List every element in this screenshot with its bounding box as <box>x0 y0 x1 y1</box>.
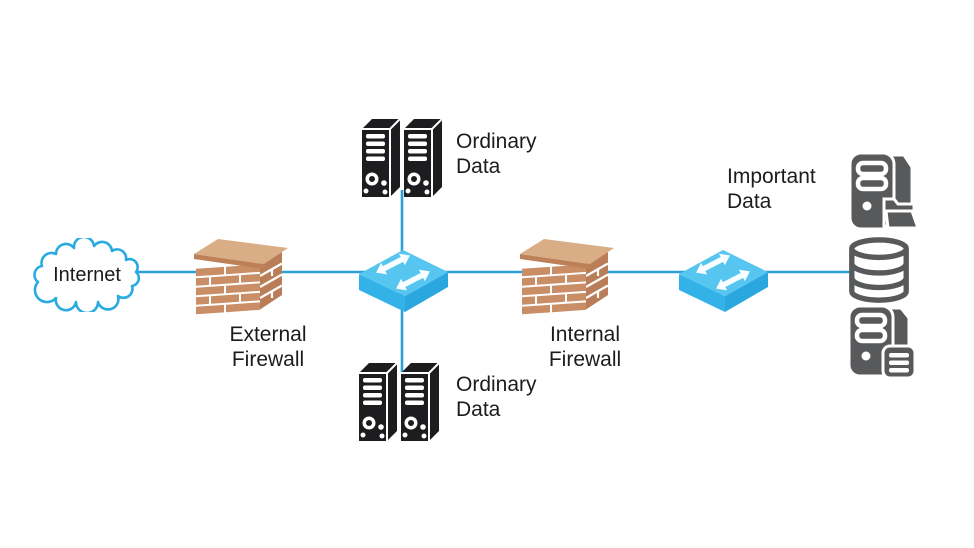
server-tower-pair-icon <box>362 118 443 197</box>
server-with-open-folder-icon <box>848 151 921 231</box>
ordinary-data-bottom-node <box>357 361 447 445</box>
external-firewall-label: External Firewall <box>198 322 338 372</box>
network-switch-icon <box>359 250 448 312</box>
important-data-label: Important Data <box>727 164 816 214</box>
external-firewall-label-line1: External <box>229 323 307 346</box>
ordinary-data-bottom-label-line2: Data <box>456 398 501 421</box>
important-data-label-line2: Data <box>727 190 772 213</box>
important-data-server-folder-node <box>848 151 922 235</box>
dmz-switch-node <box>356 241 451 315</box>
external-firewall-node <box>193 227 289 315</box>
ordinary-data-top-label-line2: Data <box>456 155 501 178</box>
server-tower-pair-icon <box>359 362 440 441</box>
internal-switch-node <box>676 241 771 315</box>
ordinary-data-top-node <box>360 117 450 201</box>
internet-label: Internet <box>53 263 121 286</box>
ordinary-data-bottom-label-line1: Ordinary <box>456 373 537 396</box>
cloud-icon <box>33 235 141 315</box>
database-cylinder-icon <box>849 237 909 303</box>
important-data-server-drives-node <box>847 304 921 380</box>
server-with-drives-icon <box>847 304 917 380</box>
network-switch-icon <box>679 250 768 312</box>
firewall-brick-wall-icon <box>520 239 614 315</box>
internal-firewall-label-line1: Internal <box>549 323 621 346</box>
ordinary-data-top-label-line1: Ordinary <box>456 130 537 153</box>
firewall-brick-wall-icon <box>194 239 288 315</box>
ordinary-data-bottom-label: Ordinary Data <box>456 372 537 422</box>
important-data-database-node <box>845 237 913 305</box>
internet-node: Internet <box>28 235 146 315</box>
external-firewall-label-line2: Firewall <box>231 348 305 371</box>
internal-firewall-label-line2: Firewall <box>548 348 622 371</box>
internal-firewall-label: Internal Firewall <box>515 322 655 372</box>
ordinary-data-top-label: Ordinary Data <box>456 129 537 179</box>
internal-firewall-node <box>519 227 615 315</box>
important-data-label-line1: Important <box>727 165 816 188</box>
